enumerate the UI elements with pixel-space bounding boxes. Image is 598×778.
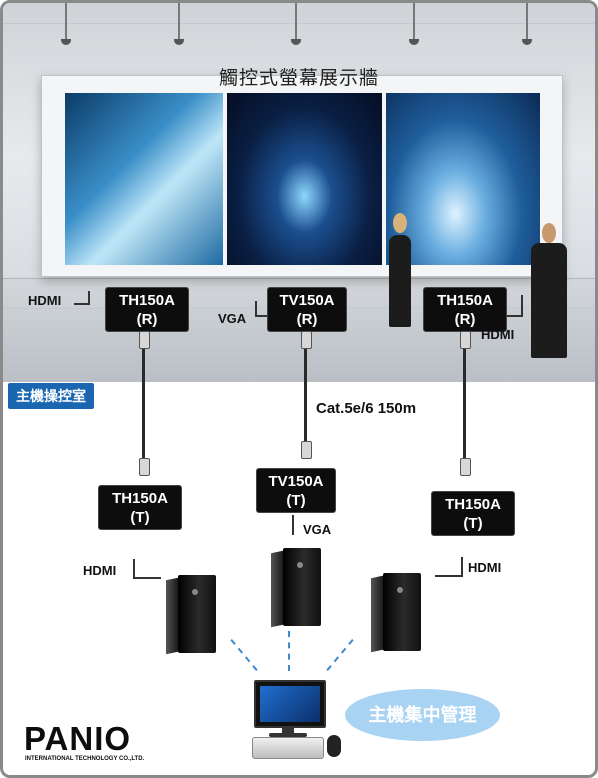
device-model: TH150A: [445, 496, 501, 513]
device-model: TH150A: [119, 292, 175, 309]
display-screen-left: [65, 93, 223, 265]
port-label: VGA: [218, 311, 247, 326]
display-screen-center: [227, 93, 382, 265]
rj45-plug-icon: [139, 458, 150, 476]
port-label: VGA: [303, 522, 332, 537]
device-role: (R): [136, 311, 158, 328]
rj45-plug-icon: [460, 331, 471, 349]
company-logo: PANIO: [24, 720, 132, 757]
cable-spec-label: Cat.5e/6 150m: [316, 400, 417, 417]
dashed-link: [288, 631, 290, 671]
dashed-link: [230, 639, 258, 671]
device-model: TV150A: [268, 473, 324, 490]
connector-bracket: [74, 291, 90, 305]
transmitter-device-3: TH150A (T): [431, 491, 515, 536]
connector-bracket: [435, 557, 463, 577]
device-role: (R): [454, 311, 476, 328]
device-model: TV150A: [279, 292, 335, 309]
pc-tower-icon: [178, 575, 216, 653]
rj45-plug-icon: [460, 458, 471, 476]
keyboard-icon: [252, 737, 324, 759]
connector-bracket: [255, 301, 267, 317]
control-room-tag: 主機操控室: [8, 383, 94, 409]
ceiling-lamp-icon: [409, 3, 419, 45]
ceiling-lamp-icon: [522, 3, 532, 45]
man-head: [542, 223, 556, 243]
company-logo-subtitle: INTERNATIONAL TECHNOLOGY CO.,LTD.: [25, 756, 145, 762]
cat-cable-left: [142, 343, 145, 458]
cat-cable-right: [463, 343, 466, 458]
display-screen-right: [386, 93, 540, 265]
man-figure: [531, 243, 567, 358]
management-monitor-icon: [254, 680, 326, 728]
port-label: HDMI: [83, 563, 117, 578]
woman-head: [393, 213, 407, 233]
cat-cable-center: [304, 343, 307, 443]
device-model: TH150A: [112, 490, 168, 507]
port-label: HDMI: [468, 560, 502, 575]
device-role: (T): [286, 492, 306, 509]
transmitter-device-2: TV150A (T): [256, 468, 336, 513]
device-role: (T): [463, 515, 483, 532]
floor-tile-line: [3, 343, 595, 344]
receiver-device-1: TH150A (R): [105, 287, 189, 332]
receiver-device-2: TV150A (R): [267, 287, 347, 332]
central-management-bubble: 主機集中管理: [345, 689, 500, 741]
port-label: HDMI: [28, 293, 62, 308]
port-label: HDMI: [481, 327, 515, 342]
transmitter-device-1: TH150A (T): [98, 485, 182, 530]
connector-bracket: [507, 295, 523, 317]
ceiling-lamp-icon: [174, 3, 184, 45]
dashed-link: [326, 639, 354, 671]
ceiling-lamp-icon: [61, 3, 71, 45]
device-model: TH150A: [437, 292, 493, 309]
pc-tower-icon: [383, 573, 421, 651]
rj45-plug-icon: [301, 331, 312, 349]
device-role: (T): [130, 509, 150, 526]
device-role: (R): [296, 311, 318, 328]
woman-figure: [389, 235, 411, 327]
wall-panel-line: [3, 23, 595, 24]
connector-bracket: [133, 559, 161, 579]
rj45-plug-icon: [139, 331, 150, 349]
monitor-stand-base: [269, 733, 307, 737]
wall-title: 觸控式螢幕展示牆: [218, 68, 379, 89]
ceiling-lamp-icon: [291, 3, 301, 45]
pc-tower-icon: [283, 548, 321, 626]
mouse-icon: [327, 735, 341, 757]
rj45-plug-icon: [301, 441, 312, 459]
receiver-device-3: TH150A (R): [423, 287, 507, 332]
connector-bracket: [292, 515, 302, 535]
monitor-stand: [282, 726, 294, 734]
